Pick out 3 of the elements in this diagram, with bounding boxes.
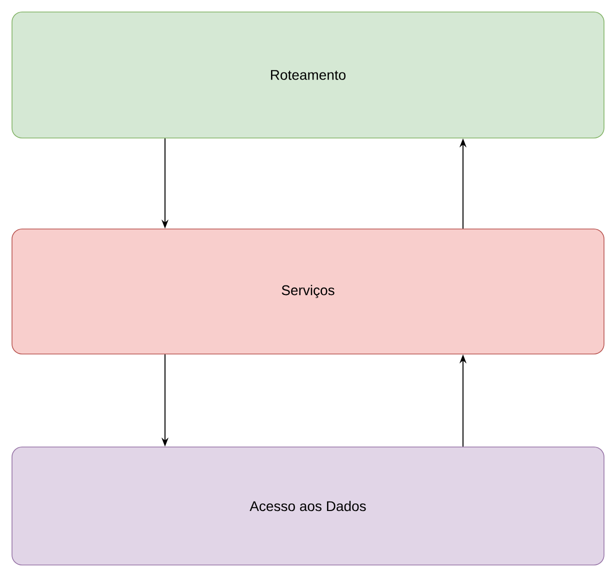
layer-box: Roteamento bbox=[12, 12, 604, 138]
layer-box: Acesso aos Dados bbox=[12, 446, 604, 566]
layer-box: Serviços bbox=[12, 228, 604, 354]
